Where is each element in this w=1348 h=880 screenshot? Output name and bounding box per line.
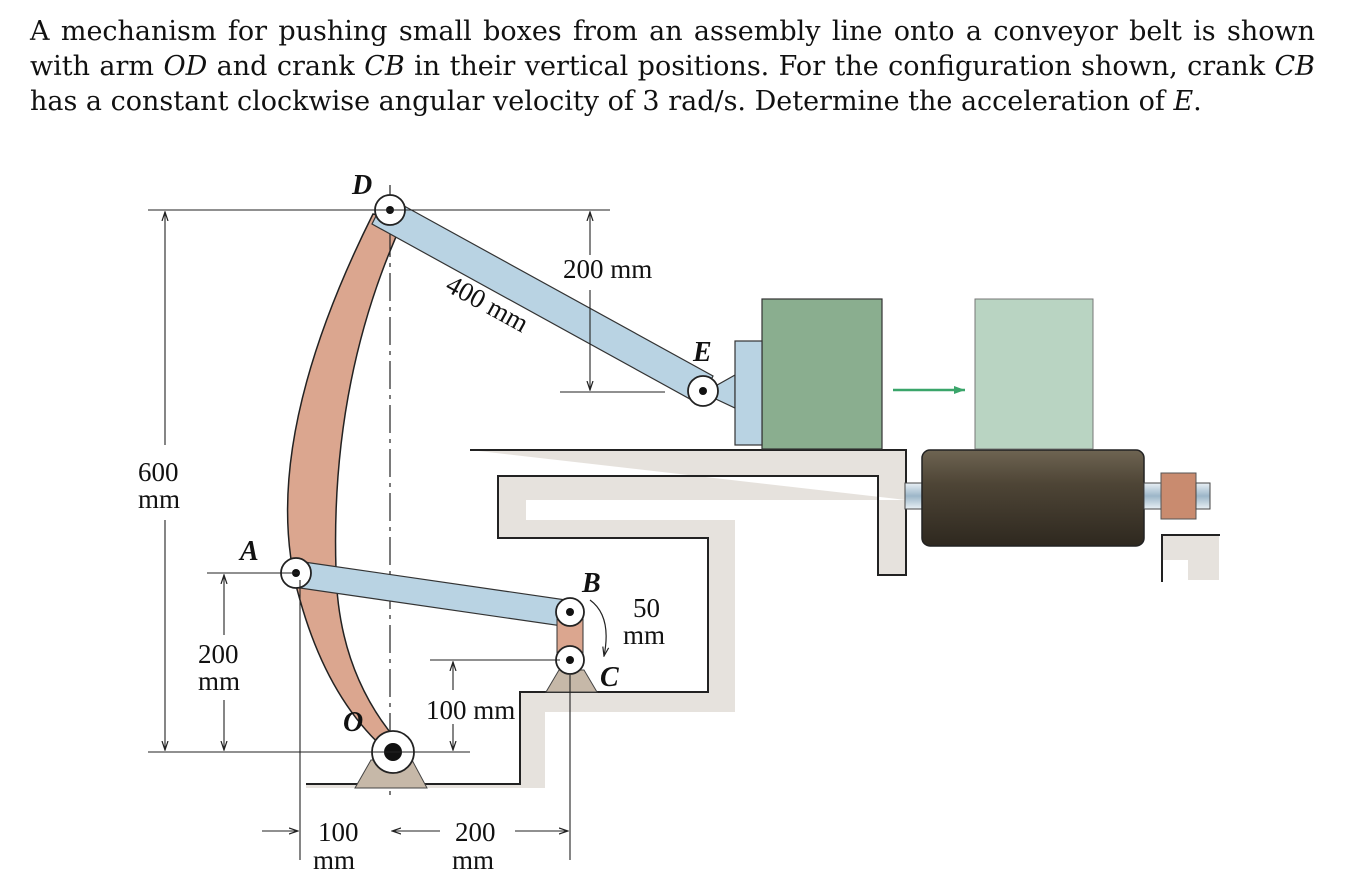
label-B: B <box>581 568 601 599</box>
dimension-lines <box>148 209 665 860</box>
pin-B <box>555 597 585 627</box>
dim-100b-num: 100 <box>318 817 359 847</box>
pin-E <box>687 375 719 407</box>
dim-200-unit: mm <box>198 666 240 696</box>
support-structure <box>306 449 1220 788</box>
dim-200-num: 200 <box>198 639 239 669</box>
dim-100mm: 100 mm <box>426 695 515 725</box>
dim-200b-num: 200 <box>455 817 496 847</box>
pusher-plate <box>701 340 763 446</box>
dim-50-num: 50 <box>633 593 660 623</box>
link-DE <box>371 195 714 405</box>
label-O: O <box>343 707 363 738</box>
arm-OD <box>286 213 405 754</box>
dim-200b-unit: mm <box>452 845 494 875</box>
box-on-conveyor <box>974 298 1094 450</box>
pin-C <box>555 645 585 675</box>
dim-100b-unit: mm <box>313 845 355 875</box>
dim-600-unit: mm <box>138 484 180 514</box>
label-A: A <box>238 536 259 567</box>
label-C: C <box>600 662 619 693</box>
dim-200mm-top: 200 mm <box>563 254 652 284</box>
problem-statement: A mechanism for pushing small boxes from… <box>30 16 1315 117</box>
label-D: D <box>351 170 372 201</box>
dim-600-num: 600 <box>138 457 179 487</box>
rotation-arrow <box>589 599 606 656</box>
conveyor-roller <box>904 449 1211 547</box>
box-pushed <box>761 298 883 450</box>
support-C <box>545 669 598 693</box>
dim-50-unit: mm <box>623 620 665 650</box>
label-E: E <box>692 337 712 368</box>
